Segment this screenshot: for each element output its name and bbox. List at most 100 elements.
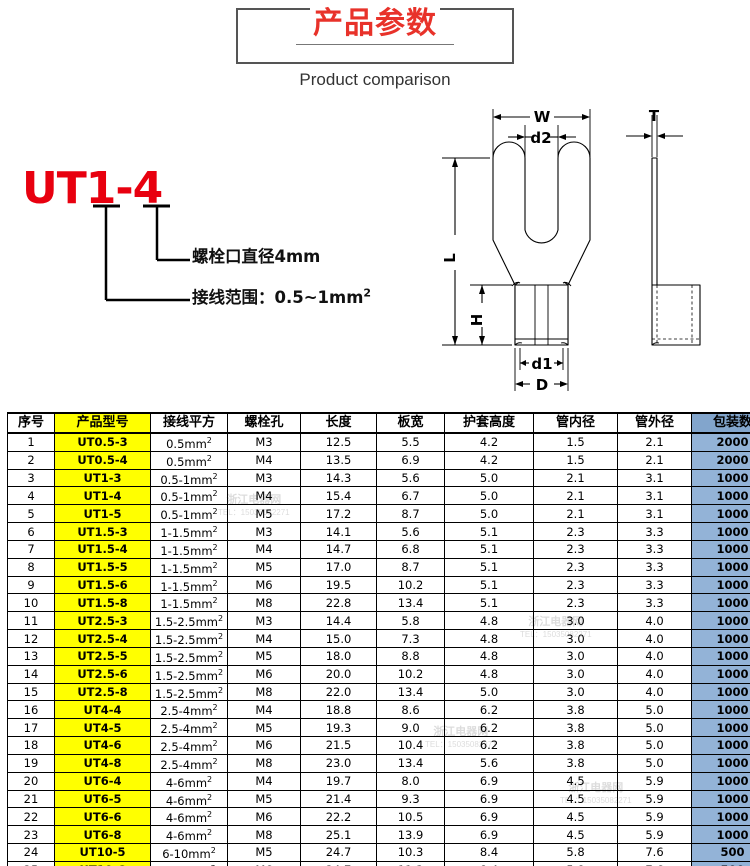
cell-pack-qty: 1000 xyxy=(691,753,750,773)
table-header-row: 序号 产品型号 接线平方 螺栓孔 长度 板宽 护套高度 管内径 管外径 包装数 xyxy=(7,412,750,434)
cell-outer-dia: 3.1 xyxy=(617,486,692,506)
cell-outer-dia: 5.9 xyxy=(617,771,692,791)
cell-inner-dia: 3.0 xyxy=(533,682,618,702)
cell-inner-dia: 2.1 xyxy=(533,468,618,488)
cell-model: UT1-5 xyxy=(54,504,151,524)
cell-wire-section: 4-6mm2 xyxy=(150,771,228,791)
cell-inner-dia: 2.3 xyxy=(533,522,618,541)
page-subtitle-en: Product comparison xyxy=(299,70,451,89)
cell-model: UT1.5-3 xyxy=(54,522,151,541)
cell-length: 14.4 xyxy=(300,611,377,631)
cell-index: 19 xyxy=(7,753,55,773)
cell-model: UT1.5-4 xyxy=(54,539,151,559)
cell-sleeve-height: 4.2 xyxy=(444,432,534,452)
cell-bolt-hole: M3 xyxy=(227,468,301,488)
cell-length: 21.4 xyxy=(300,789,377,809)
callout-wire-range-sup: 2 xyxy=(363,286,372,300)
cell-index: 3 xyxy=(7,468,55,488)
cell-plate-width: 5.5 xyxy=(376,432,445,452)
page-header: 产品参数 xyxy=(0,7,750,69)
cell-outer-dia: 5.9 xyxy=(617,789,692,809)
cell-bolt-hole: M3 xyxy=(227,611,301,631)
cell-pack-qty: 1000 xyxy=(691,664,750,684)
column-header-outer-dia: 管外径 xyxy=(617,412,692,434)
cell-sleeve-height: 5.1 xyxy=(444,575,534,595)
cell-outer-dia: 5.9 xyxy=(617,807,692,827)
cell-inner-dia: 3.8 xyxy=(533,700,618,720)
cell-length: 24.7 xyxy=(300,860,377,866)
cell-length: 20.0 xyxy=(300,664,377,684)
cell-outer-dia: 5.0 xyxy=(617,718,692,738)
cell-bolt-hole: M5 xyxy=(227,843,301,862)
cell-pack-qty: 1000 xyxy=(691,522,750,541)
cell-model: UT1-3 xyxy=(54,468,151,488)
cell-sleeve-height: 6.9 xyxy=(444,825,534,845)
cell-index: 8 xyxy=(7,557,55,577)
cell-model: UT2.5-6 xyxy=(54,664,151,684)
cell-length: 25.1 xyxy=(300,825,377,845)
cell-length: 15.0 xyxy=(300,629,377,648)
terminal-technical-drawing: W d2 T d1 D L H xyxy=(441,107,701,394)
cell-sleeve-height: 6.2 xyxy=(444,700,534,720)
cell-inner-dia: 3.8 xyxy=(533,753,618,773)
cell-pack-qty: 1000 xyxy=(691,789,750,809)
cell-outer-dia: 4.0 xyxy=(617,611,692,631)
cell-inner-dia: 2.1 xyxy=(533,486,618,506)
cell-wire-section: 1-1.5mm2 xyxy=(150,539,228,559)
cell-length: 17.2 xyxy=(300,504,377,524)
cell-model: UT10-5 xyxy=(54,843,151,862)
cell-wire-section: 2.5-4mm2 xyxy=(150,736,228,755)
cell-plate-width: 5.8 xyxy=(376,611,445,631)
cell-wire-section: 0.5-1mm2 xyxy=(150,504,228,524)
cell-length: 19.3 xyxy=(300,718,377,738)
cell-outer-dia: 5.0 xyxy=(617,736,692,755)
cell-index: 11 xyxy=(7,611,55,631)
callout-leader-lines xyxy=(93,204,190,302)
cell-inner-dia: 3.0 xyxy=(533,611,618,631)
cell-length: 14.1 xyxy=(300,522,377,541)
cell-length: 14.7 xyxy=(300,539,377,559)
cell-pack-qty: 1000 xyxy=(691,646,750,666)
cell-length: 19.5 xyxy=(300,575,377,595)
cell-length: 21.5 xyxy=(300,736,377,755)
cell-outer-dia: 4.0 xyxy=(617,664,692,684)
cell-inner-dia: 1.5 xyxy=(533,450,618,470)
cell-index: 15 xyxy=(7,682,55,702)
cell-outer-dia: 3.1 xyxy=(617,468,692,488)
cell-plate-width: 11.3 xyxy=(376,860,445,866)
cell-length: 14.3 xyxy=(300,468,377,488)
cell-sleeve-height: 6.9 xyxy=(444,807,534,827)
cell-pack-qty: 1000 xyxy=(691,468,750,488)
cell-index: 24 xyxy=(7,843,55,862)
cell-model: UT1.5-6 xyxy=(54,575,151,595)
cell-wire-section: 1-1.5mm2 xyxy=(150,593,228,613)
cell-bolt-hole: M4 xyxy=(227,539,301,559)
cell-bolt-hole: M6 xyxy=(227,575,301,595)
cell-sleeve-height: 6.2 xyxy=(444,718,534,738)
cell-wire-section: 1.5-2.5mm2 xyxy=(150,664,228,684)
cell-outer-dia: 2.1 xyxy=(617,450,692,470)
cell-index: 10 xyxy=(7,593,55,613)
cell-length: 22.8 xyxy=(300,593,377,613)
cell-sleeve-height: 5.1 xyxy=(444,522,534,541)
cell-model: UT4-5 xyxy=(54,718,151,738)
cell-wire-section: 1-1.5mm2 xyxy=(150,522,228,541)
cell-outer-dia: 5.0 xyxy=(617,753,692,773)
cell-pack-qty: 1000 xyxy=(691,575,750,595)
column-header-sleeve-height: 护套高度 xyxy=(444,412,534,434)
cell-plate-width: 6.9 xyxy=(376,450,445,470)
cell-pack-qty: 1000 xyxy=(691,629,750,648)
cell-sleeve-height: 5.0 xyxy=(444,486,534,506)
cell-wire-section: 6-10mm2 xyxy=(150,843,228,862)
cell-wire-section: 1-1.5mm2 xyxy=(150,575,228,595)
cell-length: 22.0 xyxy=(300,682,377,702)
cell-wire-section: 0.5-1mm2 xyxy=(150,486,228,506)
cell-model: UT1.5-8 xyxy=(54,593,151,613)
